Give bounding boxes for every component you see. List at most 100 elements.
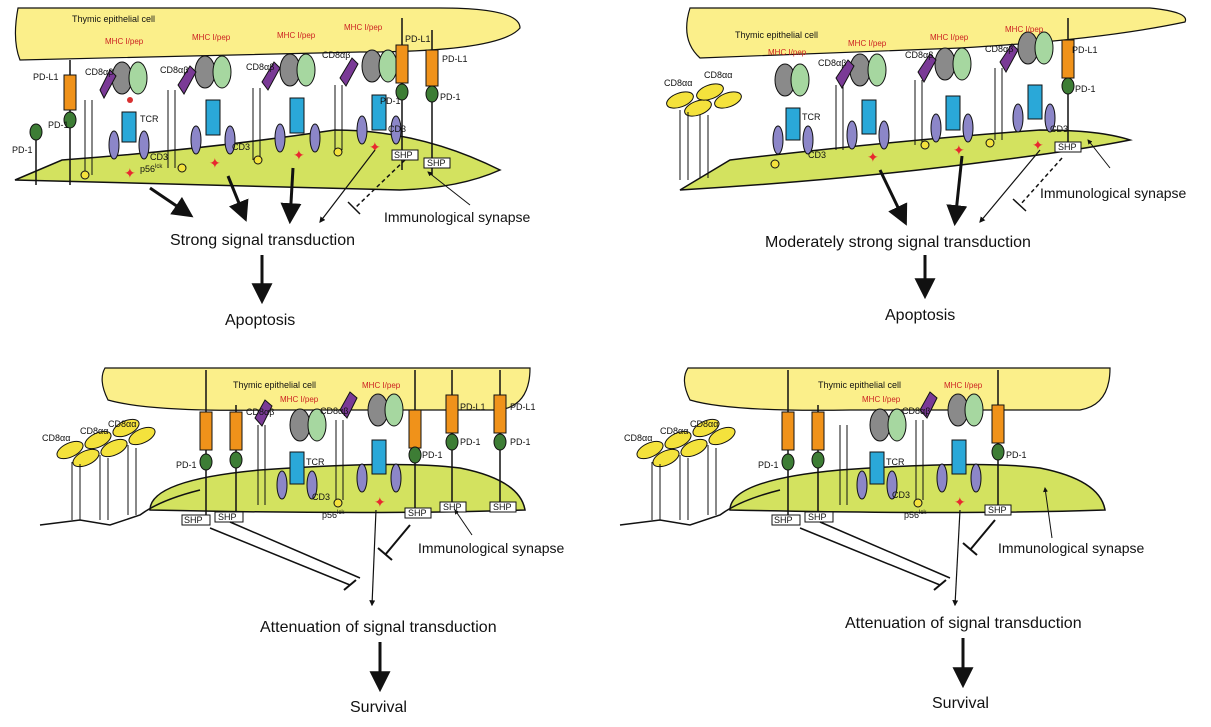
synapse-label-br: Immunological synapse [998, 540, 1145, 556]
shp-label: SHP [394, 150, 413, 160]
cd8aa-label-bl: CD8αα [42, 433, 70, 443]
cd8aa-label-2: CD8αα [704, 70, 732, 80]
mhc-label-bl: MHC I/pep [280, 395, 319, 404]
thymic-epithelial-cell-4 [683, 367, 1111, 411]
mhc-label-tr-2: MHC I/pep [848, 39, 887, 48]
cd8aa-label-br-2: CD8αα [660, 426, 688, 436]
mhc-label-4: MHC I/pep [344, 23, 383, 32]
signal-label-br: Attenuation of signal transduction [845, 615, 1082, 632]
mhc-label-br-2: MHC I/pep [944, 381, 983, 390]
cd8ab-label-tr: CD8αβ [818, 58, 846, 68]
mhc-label-tr-4: MHC I/pep [1005, 25, 1044, 34]
svg-text:✦: ✦ [953, 142, 965, 158]
svg-text:✦: ✦ [867, 149, 879, 165]
tcr-complex-br-2: ✦ [913, 391, 984, 510]
thymic-epithelial-cell-2 [686, 7, 1187, 59]
signal-label-tr: Moderately strong signal transduction [765, 234, 1031, 251]
pd1-label: PD-1 [48, 120, 69, 130]
pd1-label-bl-3: PD-1 [460, 437, 481, 447]
thymic-cell-label-2: Thymic epithelial cell [735, 30, 818, 40]
panel-bottom-right: Thymic epithelial cell CD8αα CD8αα CD8αα… [619, 367, 1145, 712]
pd1-molecule [63, 111, 77, 129]
thymic-cell-label-4: Thymic epithelial cell [818, 380, 901, 390]
cd3-label-bl: CD3 [312, 492, 330, 502]
pd1-label-r1: PD-1 [380, 96, 401, 106]
tcr-complex-3: ✦ [252, 53, 321, 165]
cd8ab-label-tr-2: CD8αβ [905, 50, 933, 60]
shp-label-bl-3: SHP [408, 508, 427, 518]
svg-text:✦: ✦ [124, 165, 136, 181]
thymic-cell-label: Thymic epithelial cell [72, 14, 155, 24]
outcome-label-bl: Survival [350, 699, 407, 716]
cd8ab-label-bl: CD8αβ [246, 407, 274, 417]
cd3-label-tr: CD3 [808, 150, 826, 160]
p56-label-bl: p56lck [322, 510, 345, 520]
mhc-label-2: MHC I/pep [192, 33, 231, 42]
pd1-label-bl-2: PD-1 [422, 450, 443, 460]
thymic-cell-label-3: Thymic epithelial cell [233, 380, 316, 390]
mhc-label-tr: MHC I/pep [768, 48, 807, 57]
tcr-complex-br-1 [839, 408, 907, 505]
cd8aa-label-br: CD8αα [624, 433, 652, 443]
cd8aa-label-bl-3: CD8αα [108, 419, 136, 429]
outcome-label-br: Survival [932, 695, 989, 712]
shp-label-bl-2: SHP [218, 512, 237, 522]
svg-text:✦: ✦ [209, 155, 221, 171]
shp-label-bl-5: SHP [493, 502, 512, 512]
tcr-complex-tr-2: ✦ [835, 53, 890, 165]
cd8ab-label-br: CD8αβ [902, 406, 930, 416]
outcome-label: Apoptosis [225, 312, 295, 329]
pd1-label-br-2: PD-1 [1006, 450, 1027, 460]
tcr-complex-1: ✦ [80, 61, 150, 181]
cd8aa-label: CD8αα [664, 78, 692, 88]
pdl1-molecule [63, 74, 77, 111]
shp-label-br: SHP [774, 515, 793, 525]
tcr-complex-tr-1 [770, 63, 814, 169]
p56-label: p56lck [140, 164, 163, 174]
synapse-label: Immunological synapse [384, 209, 531, 225]
thymic-epithelial-cell-3 [101, 367, 531, 411]
panel-top-left: Thymic epithelial cell PD-L1 PD-1 PD-1 ✦… [12, 7, 531, 329]
cd8aa-group-bl [56, 418, 156, 520]
mhc-label-tr-3: MHC I/pep [930, 33, 969, 42]
cd8ab-label: CD8αβ [85, 67, 113, 77]
svg-text:✦: ✦ [369, 139, 381, 155]
cd8ab-label-tr-3: CD8αβ [985, 44, 1013, 54]
tcr-label-tr: TCR [802, 112, 821, 122]
cd8ab-label-4: CD8αβ [322, 50, 350, 60]
svg-text:✦: ✦ [374, 494, 386, 510]
tcr-label: TCR [140, 114, 159, 124]
cd8ab-label-bl-2: CD8αβ [320, 406, 348, 416]
pd1-label-2: PD-1 [12, 145, 33, 155]
outcome-label-tr: Apoptosis [885, 307, 955, 324]
cd8aa-label-br-3: CD8αα [690, 419, 718, 429]
tcr-complex-4: ✦ [333, 49, 402, 157]
cd8aa-group-br [636, 418, 736, 520]
immunological-synapse-region-4 [729, 463, 1106, 514]
cd8aa-group [666, 83, 742, 180]
svg-text:✦: ✦ [954, 494, 966, 510]
cd3-label-4: CD3 [388, 124, 406, 134]
immunological-synapse-region-3 [149, 463, 526, 514]
svg-text:✦: ✦ [293, 147, 305, 163]
shp-label-bl-4: SHP [443, 502, 462, 512]
pdl1-label-r1: PD-L1 [405, 34, 431, 44]
shp-label-tr: SHP [1058, 142, 1077, 152]
immunological-synapse-region-2 [679, 129, 1133, 191]
p56-label-br: p56lck [904, 510, 927, 520]
synapse-label-bl: Immunological synapse [418, 540, 565, 556]
tcr-label-br: TCR [886, 457, 905, 467]
shp-label-2: SHP [427, 158, 446, 168]
panel-bottom-left: Thymic epithelial cell CD8αα CD8αα CD8αα… [39, 367, 565, 716]
tcr-complex-bl-1 [254, 399, 327, 505]
thymic-epithelial-cell [14, 7, 521, 61]
cd3-label-2: CD3 [232, 142, 250, 152]
pdl1-label-tr: PD-L1 [1072, 45, 1098, 55]
pd1-label-bl-4: PD-1 [510, 437, 531, 447]
shp-label-bl: SHP [184, 515, 203, 525]
signal-label-bl: Attenuation of signal transduction [260, 619, 497, 636]
pdl1-label-bl: PD-L1 [460, 402, 486, 412]
tcr-complex-tr-4: ✦ [985, 31, 1056, 153]
pd1-label-r2: PD-1 [440, 92, 461, 102]
